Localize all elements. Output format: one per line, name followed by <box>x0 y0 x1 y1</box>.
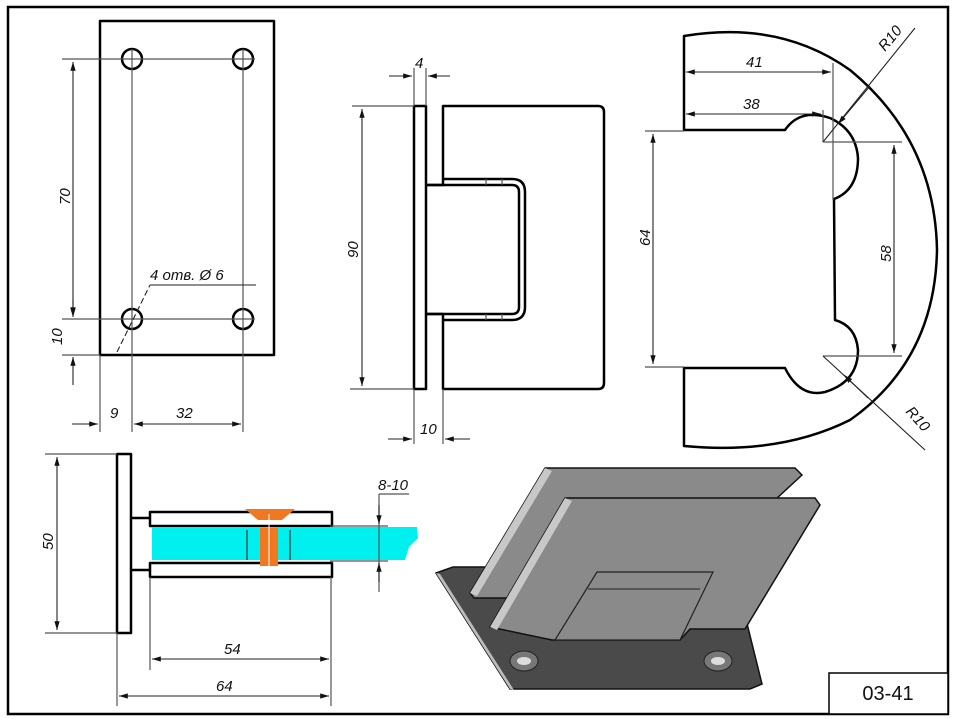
section-view: 50 8-10 54 64 <box>40 452 418 706</box>
hinge-body <box>426 183 521 316</box>
dim-label-10-gap: 10 <box>420 421 437 438</box>
title-block: 03-41 <box>828 672 949 715</box>
dim-label-10: 10 <box>49 328 66 345</box>
section-wall-plate <box>115 452 133 635</box>
drawing-code: 03-41 <box>862 683 913 705</box>
isometric-view <box>434 467 821 690</box>
dim-label-8-10: 8-10 <box>378 477 409 494</box>
front-plate-outline <box>98 19 276 357</box>
wall-plate <box>412 104 428 391</box>
clamp-bottom <box>148 561 334 579</box>
side-view: 4 90 10 <box>345 55 606 444</box>
glass-clamp-outline <box>426 104 606 391</box>
dim-label-38: 38 <box>743 96 760 113</box>
dim-label-90: 90 <box>345 241 362 258</box>
front-view: 70 10 9 32 4 отв. Ø 6 <box>49 19 276 432</box>
dim-label-4: 4 <box>415 55 423 72</box>
dim-label-r10-bottom: R10 <box>902 403 933 435</box>
dim-label-9: 9 <box>110 405 119 422</box>
dim-label-70: 70 <box>57 188 74 205</box>
dim-label-50: 50 <box>40 533 57 550</box>
dim-label-64: 64 <box>637 229 654 246</box>
dim-label-54: 54 <box>224 641 241 658</box>
clamp-top <box>148 510 334 528</box>
front-clamp-plate-3d <box>488 497 821 641</box>
dim-label-58: 58 <box>878 245 895 262</box>
top-view: 41 38 R10 64 58 R10 <box>637 22 939 451</box>
dim-label-64-total: 64 <box>216 678 233 695</box>
dim-label-r10-top: R10 <box>875 22 906 55</box>
hole-note-label: 4 отв. Ø 6 <box>150 267 224 284</box>
dim-label-41: 41 <box>746 54 763 71</box>
drawing-frame <box>6 5 950 716</box>
screw-head <box>245 509 295 520</box>
glass-panel <box>152 527 418 560</box>
glass-hinge-profile <box>682 30 939 450</box>
dim-label-32: 32 <box>176 405 193 422</box>
